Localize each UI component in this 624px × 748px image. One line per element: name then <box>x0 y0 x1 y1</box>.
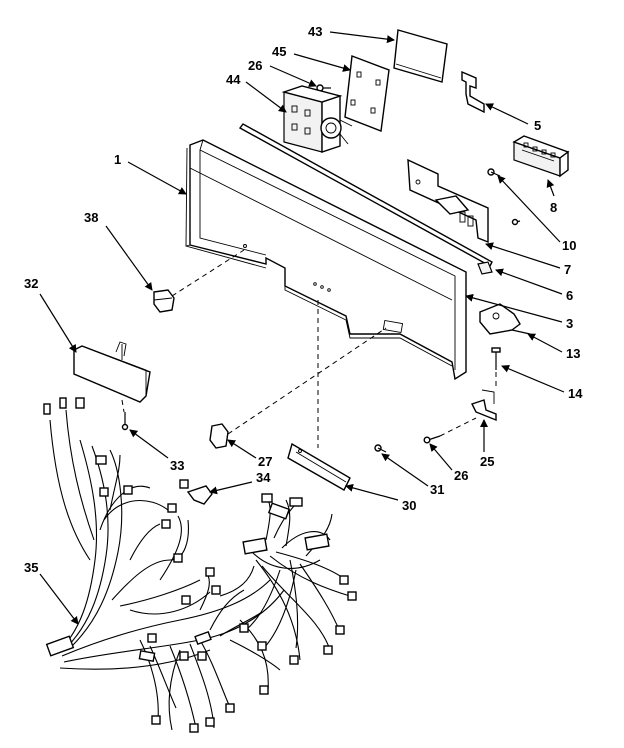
part-31-screw <box>374 444 387 453</box>
part-27-button <box>209 423 229 449</box>
part-34-clip <box>186 485 213 505</box>
callout-8: 8 <box>550 200 557 215</box>
part-7-switch-bracket <box>407 158 521 244</box>
part-35-wiring-harness <box>43 397 357 733</box>
part-8-switch-block <box>512 135 570 178</box>
callout-35: 35 <box>24 560 38 575</box>
callout-26-top: 26 <box>248 58 262 73</box>
callout-14: 14 <box>568 386 583 401</box>
callout-33: 33 <box>170 458 184 473</box>
part-10-screw <box>487 168 501 177</box>
callout-7: 7 <box>564 262 571 277</box>
part-5-bracket <box>461 70 485 114</box>
callout-43: 43 <box>308 24 322 39</box>
callout-6: 6 <box>566 288 573 303</box>
callout-45: 45 <box>272 44 286 59</box>
part-25-clip <box>471 389 497 422</box>
part-26-screw-bottom <box>423 435 441 444</box>
callout-1: 1 <box>114 152 121 167</box>
leader-lines <box>39 31 565 625</box>
part-14-screw <box>491 347 501 370</box>
callout-25: 25 <box>480 454 494 469</box>
callout-38: 38 <box>84 210 98 225</box>
part-30-shield <box>287 442 351 491</box>
part-43-cover-plate <box>393 29 448 83</box>
callout-26-bottom: 26 <box>454 468 468 483</box>
alignment-lines <box>121 249 497 448</box>
callout-13: 13 <box>566 346 580 361</box>
part-38-button <box>153 289 175 313</box>
part-33-screw <box>121 412 129 431</box>
callout-32: 32 <box>24 276 38 291</box>
callout-30: 30 <box>402 498 416 513</box>
callout-3: 3 <box>566 316 573 331</box>
part-6-trim-strip <box>238 123 493 275</box>
callout-5: 5 <box>534 118 541 133</box>
callout-27: 27 <box>258 454 272 469</box>
part-44-timer <box>281 85 353 153</box>
part-32-housing <box>73 341 151 403</box>
callout-44: 44 <box>226 72 241 87</box>
part-13-latch <box>479 303 531 335</box>
callout-34: 34 <box>256 470 271 485</box>
part-1-control-panel <box>185 139 467 381</box>
callout-labels: 43 45 26 44 5 1 8 10 7 6 3 13 14 38 32 3… <box>24 24 583 575</box>
callout-10: 10 <box>562 238 576 253</box>
callout-31: 31 <box>430 482 444 497</box>
part-45-plate <box>344 55 390 132</box>
